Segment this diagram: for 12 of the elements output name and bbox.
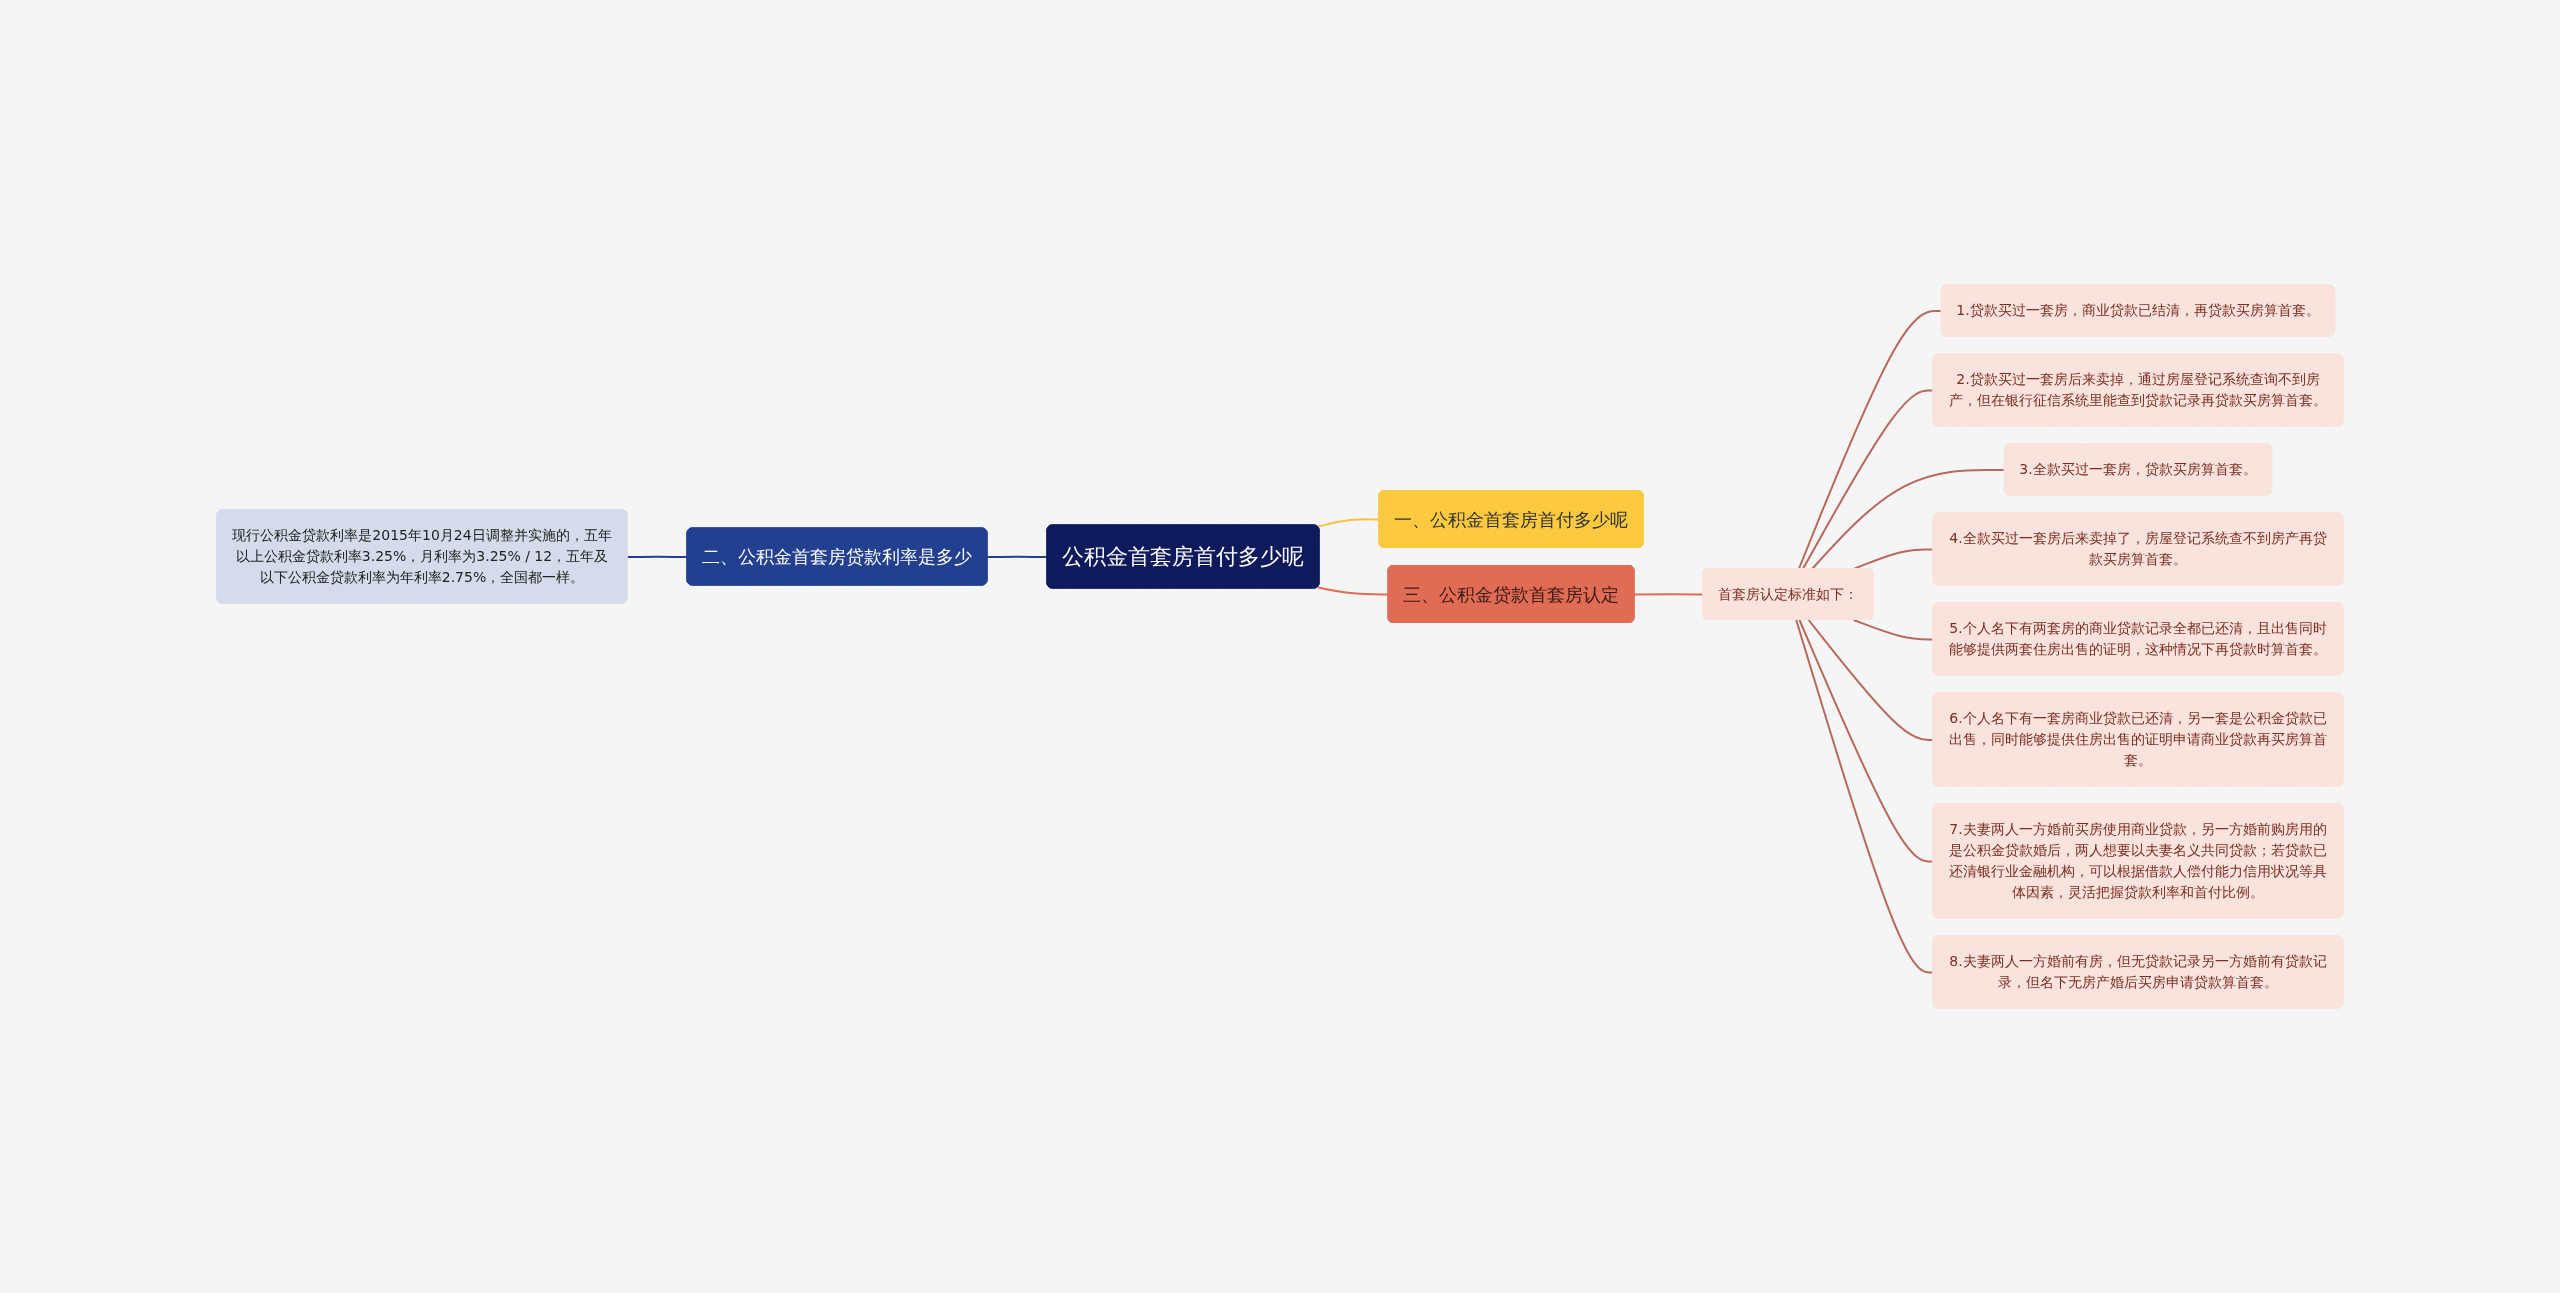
connector: [1316, 586, 1390, 596]
connector: [1798, 619, 1935, 863]
connector: [1633, 593, 1705, 596]
connector: [1807, 619, 1935, 741]
connector: [1811, 468, 2006, 570]
connector: [1797, 309, 1943, 570]
connector: [1801, 389, 1935, 570]
connector: [1316, 518, 1381, 528]
connector: [1795, 619, 1935, 974]
connector: [626, 555, 689, 558]
connector: [1852, 619, 1935, 641]
connector: [986, 555, 1049, 558]
